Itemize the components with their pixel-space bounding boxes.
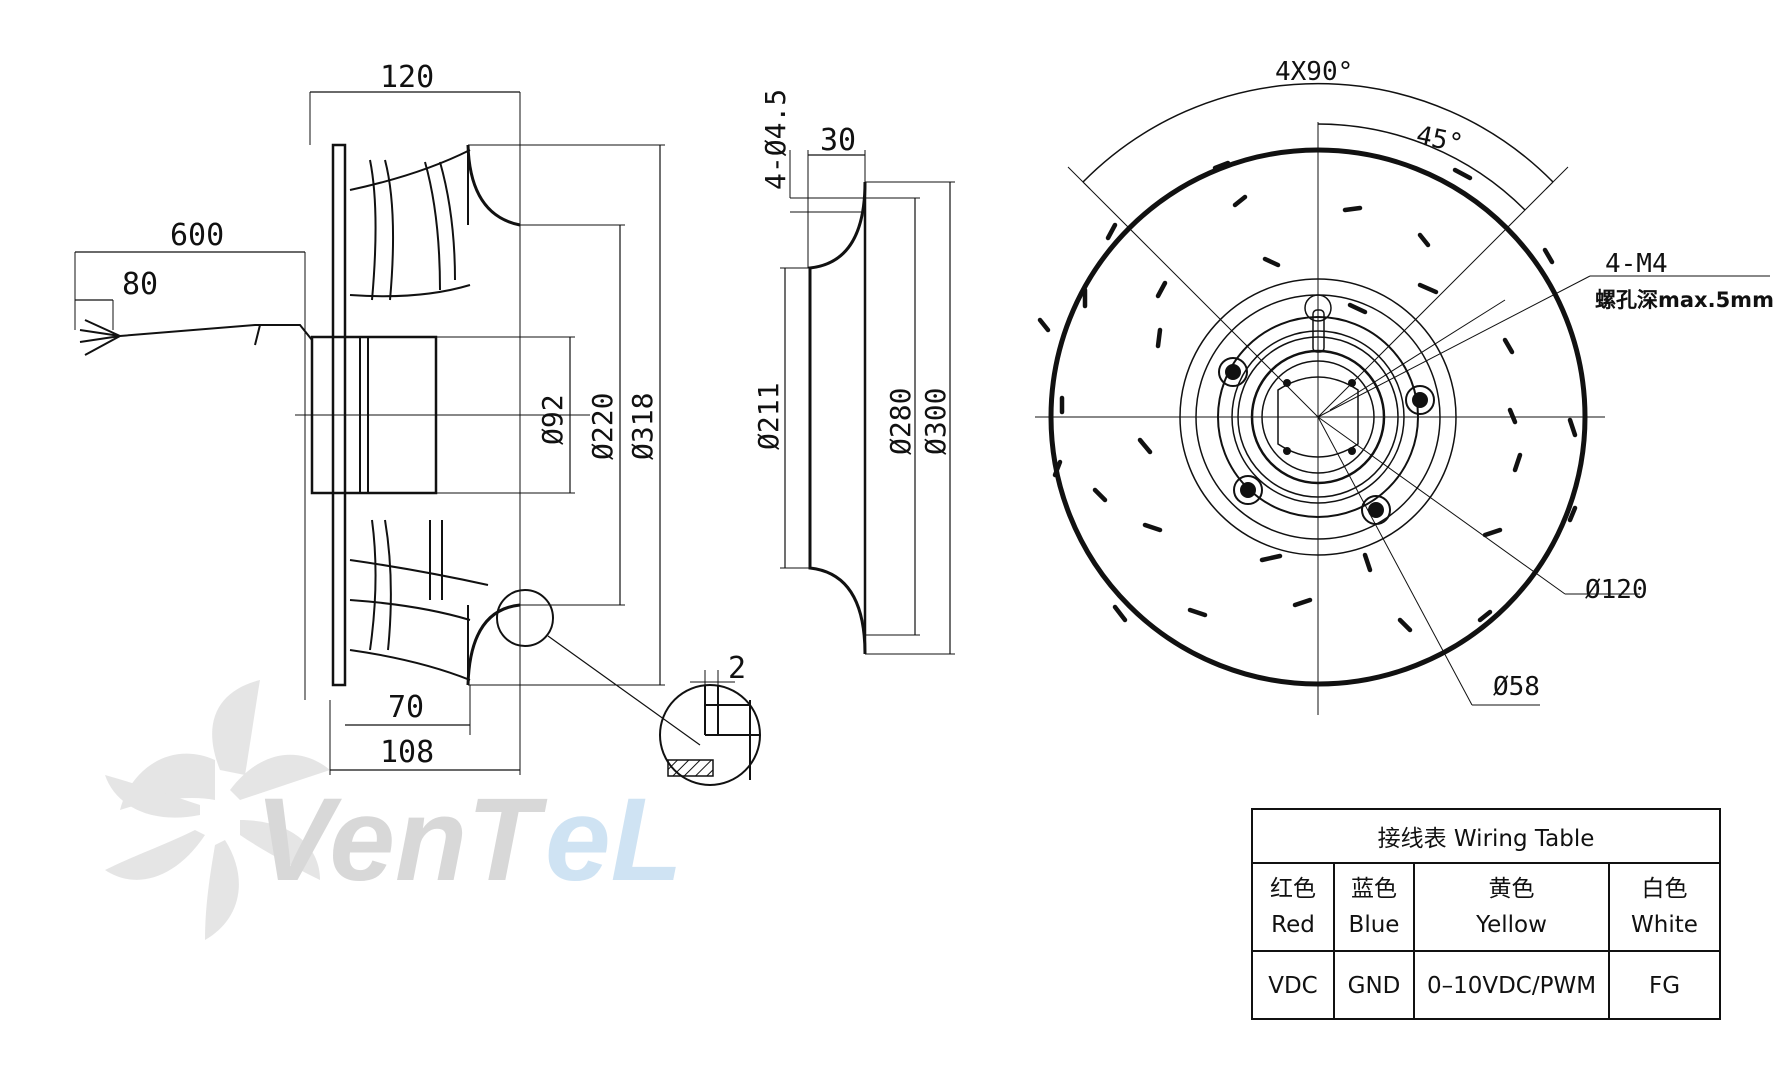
dim-d220: Ø220 xyxy=(586,393,619,460)
dim-d318: Ø318 xyxy=(626,393,659,460)
wire-header-red: 红色 Red xyxy=(1253,864,1335,952)
dim-d92: Ø92 xyxy=(536,394,569,445)
wire-value-blue: GND xyxy=(1335,952,1415,1020)
dim-m4-depth: 螺孔深max.5mm xyxy=(1595,288,1774,312)
side-view xyxy=(74,91,761,786)
dim-70: 70 xyxy=(388,690,424,725)
wire-header-blue: 蓝色 Blue xyxy=(1335,864,1415,952)
dim-80: 80 xyxy=(122,267,158,302)
dim-4-m4: 4-M4 xyxy=(1605,249,1668,279)
dim-holes: 4-Ø4.5 xyxy=(759,89,792,190)
dim-4x90: 4X90° xyxy=(1275,57,1353,87)
wire-value-yellow: 0–10VDC/PWM xyxy=(1415,952,1610,1020)
dim-d120: Ø120 xyxy=(1585,575,1648,605)
wire-blue-en: Blue xyxy=(1348,912,1400,938)
dim-120: 120 xyxy=(380,60,434,95)
inlet-ring-view xyxy=(780,150,955,655)
dim-d58: Ø58 xyxy=(1493,672,1540,702)
wire-red-zh: 红色 xyxy=(1270,876,1316,902)
watermark-logo: VenT eL xyxy=(105,680,683,940)
wire-white-zh: 白色 xyxy=(1641,876,1688,902)
detail-marker xyxy=(496,589,554,647)
dim-600: 600 xyxy=(170,218,224,253)
wiring-table: 接线表 Wiring Table 红色 Red 蓝色 Blue 黄色 Yello… xyxy=(1251,808,1721,1020)
wire-header-white: 白色 White xyxy=(1610,864,1719,952)
wiring-table-title: 接线表 Wiring Table xyxy=(1253,810,1719,864)
dim-30: 30 xyxy=(820,123,856,158)
fan-logo-icon xyxy=(105,680,330,940)
side-view-dimensions: 120 600 80 70 108 2 Ø92 Ø220 Ø318 xyxy=(122,60,746,770)
dim-45deg: 45° xyxy=(1414,121,1466,160)
blade-marks xyxy=(1037,160,1578,633)
wire-value-white: FG xyxy=(1648,973,1681,999)
wire-yellow-en: Yellow xyxy=(1476,912,1547,938)
wire-value-red: VDC xyxy=(1253,952,1335,1020)
mounting-holes xyxy=(1218,357,1435,525)
dim-d211: Ø211 xyxy=(752,383,785,450)
front-view xyxy=(1035,83,1770,715)
dim-d280: Ø280 xyxy=(884,388,917,455)
wire-blue-zh: 蓝色 xyxy=(1351,876,1397,902)
wire-yellow-zh: 黄色 xyxy=(1488,876,1535,902)
dim-d300: Ø300 xyxy=(919,388,952,455)
dim-detail-2: 2 xyxy=(728,651,746,686)
front-view-dimensions: 4X90° 45° 4-M4 螺孔深max.5mm Ø120 Ø58 xyxy=(1275,57,1774,702)
watermark-text-main: VenT xyxy=(255,774,548,906)
watermark-text-accent: eL xyxy=(545,774,683,906)
inlet-ring-dimensions: 4-Ø4.5 30 Ø211 Ø280 Ø300 xyxy=(752,89,952,455)
dim-108: 108 xyxy=(380,735,434,770)
wire-red-en: Red xyxy=(1271,912,1315,938)
wire-white-en: White xyxy=(1631,912,1698,938)
wire-header-yellow: 黄色 Yellow xyxy=(1415,864,1610,952)
